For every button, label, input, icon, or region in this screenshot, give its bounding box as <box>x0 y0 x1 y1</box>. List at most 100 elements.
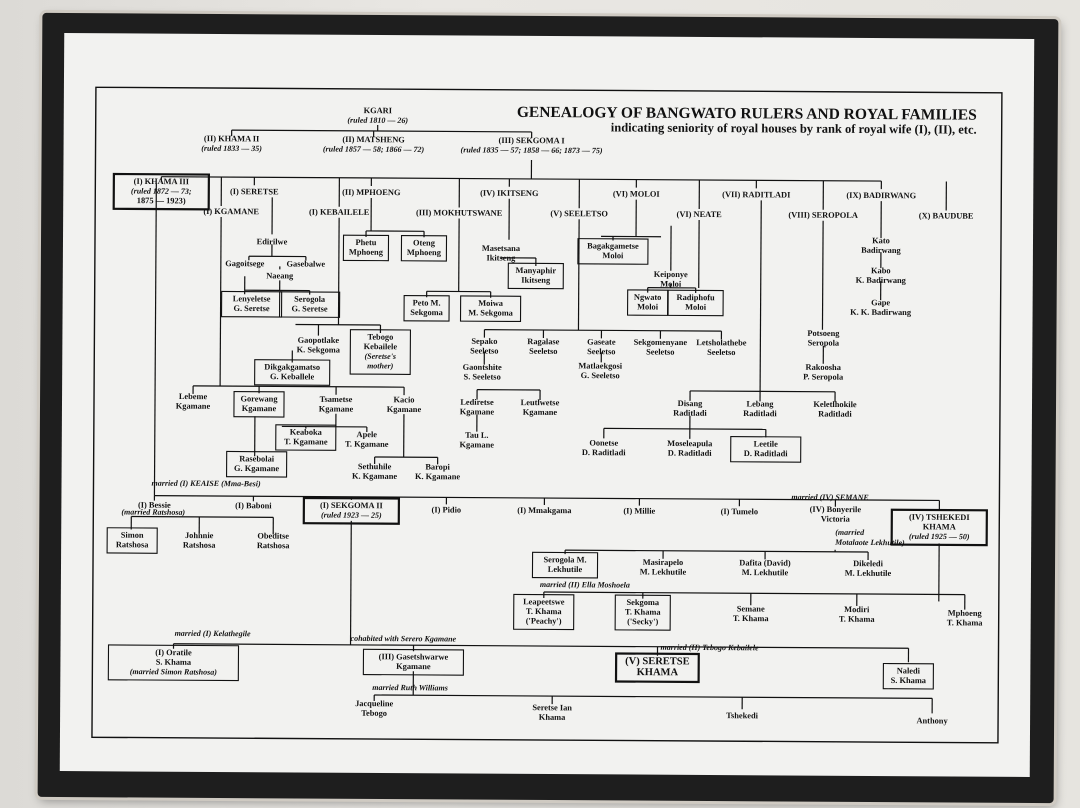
person-name-line: G. Seretse <box>291 304 327 313</box>
marriage-annotation: married (I) KEAISE (Mma-Besi) <box>151 479 261 489</box>
connector-line <box>295 323 381 326</box>
person-node-seretse_s: (I) SERETSE <box>230 187 279 196</box>
person-name-line: Lebang <box>746 399 774 408</box>
person-name-line: (ruled 1833 — 35) <box>201 144 262 153</box>
person-name-line: Keaboka <box>290 428 323 437</box>
person-name-line: Lenyeletse <box>233 294 271 303</box>
person-name-line: Modiri <box>844 605 870 614</box>
person-name-line: Kgamane <box>460 407 495 416</box>
person-name-line: Ikitseng <box>486 253 516 262</box>
person-name-line: K. K. Badirwang <box>850 308 912 317</box>
person-name-line: Kgamane <box>460 440 495 449</box>
person-nodes: KGARI(ruled 1810 — 26)(II) KHAMA II(rule… <box>106 106 988 726</box>
marriage-annotation: married (II) Tebogo Kebailele <box>660 643 759 653</box>
person-name-line: (II) MPHOENG <box>342 188 401 197</box>
person-node-khama3: (I) KHAMA III(ruled 1872 — 73;1875 — 192… <box>112 172 211 211</box>
person-node-raditladi: (VII) RADITLADI <box>722 190 790 199</box>
person-name-line: T. Khama <box>947 618 984 627</box>
person-name-line: Kgamane <box>387 405 422 414</box>
person-node-mokhutswane: (III) MOKHUTSWANE <box>416 208 503 218</box>
person-name-line: Gorewang <box>240 394 278 403</box>
person-name-line: Badirwang <box>861 246 901 255</box>
person-name-line: Oteng <box>413 238 436 247</box>
person-name-line: Kato <box>872 236 890 245</box>
connector-line <box>577 219 580 331</box>
person-name-line: (I) Millie <box>623 507 655 516</box>
person-name-line: Keletlhokile <box>813 400 857 409</box>
person-box <box>302 496 401 525</box>
person-name-line: D. Raditladi <box>582 448 626 457</box>
person-node-ikitseng: (IV) IKITSENG <box>480 189 539 198</box>
person-name-line: Obeditse <box>257 531 289 540</box>
person-box <box>225 450 288 478</box>
person-name-line: (I) KHAMA III <box>134 177 189 186</box>
connector-line <box>484 329 722 332</box>
person-box <box>730 436 802 463</box>
person-name-line: Letsholathebe <box>696 338 747 347</box>
person-node-naeang: Naeang <box>266 271 294 280</box>
connector-line <box>759 200 762 392</box>
person-name-line: Raditladi <box>818 409 852 418</box>
person-box <box>614 594 671 631</box>
person-box <box>112 172 211 211</box>
person-node-edirilwe: Edirilwe <box>257 237 288 246</box>
person-box <box>278 291 341 318</box>
person-name-line: K. Sekgoma <box>297 345 341 354</box>
diagram-subtitle: indicating seniority of royal houses by … <box>611 120 977 136</box>
person-name-line: Kgamane <box>176 402 211 411</box>
person-node-seropola: (VIII) SEROPOLA <box>788 211 858 220</box>
person-name-line: Kgamane <box>319 404 354 413</box>
person-name-line: Rasebolai <box>239 454 275 463</box>
person-name-line: ('Peachy') <box>526 617 562 626</box>
person-name-line: Sekgomenyane <box>634 338 688 347</box>
person-name-line: Tebogo <box>367 333 393 342</box>
person-name-line: Raditladi <box>743 409 777 418</box>
person-name-line: (X) BAUDUBE <box>919 211 974 220</box>
person-name-line: mother) <box>367 361 394 370</box>
person-name-line: P. Seropola <box>803 372 844 381</box>
diagram-title: GENEALOGY OF BANGWATO RULERS AND ROYAL F… <box>517 104 977 124</box>
person-name-line: Ratshosa <box>183 541 216 550</box>
person-name-line: Moseleapula <box>667 439 713 448</box>
person-name-line: T. Khama <box>733 614 770 623</box>
person-name-line: Phetu <box>355 238 376 247</box>
marriage-annotation: married (I) Kelathegile <box>175 629 251 638</box>
person-name-line: Edirilwe <box>257 237 288 246</box>
person-node-serogola_m: Serogola M.Lekhutile <box>531 551 599 579</box>
person-name-line: ('Secky') <box>627 617 658 626</box>
person-box <box>233 390 285 418</box>
person-name-line: KHAMA <box>637 667 679 678</box>
person-name-line: (ruled 1835 — 57; 1858 — 66; 1873 — 75) <box>461 145 603 155</box>
person-name-line: Raditladi <box>673 409 707 418</box>
person-name-line: T. Khama <box>526 607 563 616</box>
person-name-line: (I) KEBAILELE <box>309 208 370 217</box>
person-name-line: (I) Mmakgama <box>517 506 572 515</box>
person-name-line: S. Khama <box>891 676 927 685</box>
person-name-line: Sekgoma <box>626 598 659 607</box>
person-name-line: Apele <box>357 430 378 439</box>
person-name-line: (married Simon Ratshosa) <box>130 667 218 677</box>
person-name-line: Naledi <box>897 666 921 675</box>
person-name-line: Sethuhile <box>358 462 392 471</box>
person-name-line: K. Badirwang <box>856 276 907 285</box>
marriage-annotation: married Ruth Williams <box>372 683 448 692</box>
